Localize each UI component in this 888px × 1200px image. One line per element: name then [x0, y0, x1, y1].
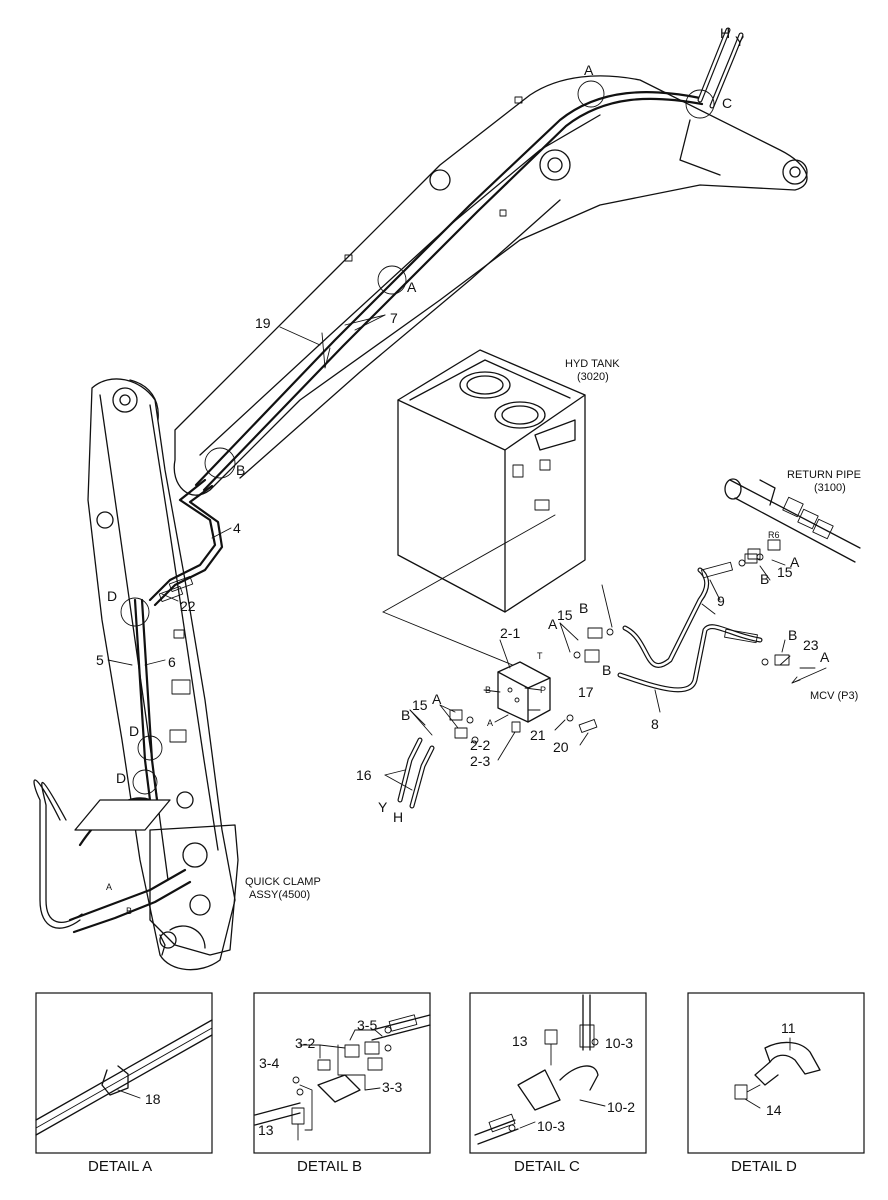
label-16: 16	[356, 767, 372, 783]
label-h-top: H	[720, 25, 730, 41]
detail-c-label-10-3a: 10-3	[605, 1035, 633, 1051]
fittings	[449, 553, 790, 744]
label-y-low: Y	[378, 799, 388, 815]
label-b-left: B	[401, 707, 410, 723]
label-21: 21	[530, 727, 546, 743]
label-15-valve: 15	[557, 607, 573, 623]
label-7: 7	[390, 310, 398, 326]
label-b-mid: B	[236, 462, 245, 478]
label-d2: D	[129, 723, 139, 739]
detail-a-panel: 18 DETAIL A	[35, 992, 213, 1175]
label-port-b: B	[485, 685, 491, 695]
detail-a-caption: DETAIL A	[88, 1158, 152, 1175]
label-return-pipe-2: (3100)	[814, 482, 846, 494]
detail-a-label-18: 18	[145, 1091, 161, 1107]
detail-b-label-3-2: 3-2	[295, 1035, 315, 1051]
label-r6: R6	[768, 530, 780, 540]
label-2-2: 2-2	[470, 737, 490, 753]
detail-d-panel: 11 14 DETAIL D	[687, 992, 865, 1175]
detail-c-label-10-3b: 10-3	[537, 1118, 565, 1134]
label-a-left: A	[432, 691, 442, 707]
label-h-low: H	[393, 809, 403, 825]
label-a-23: A	[820, 649, 830, 665]
label-19: 19	[255, 315, 271, 331]
label-quick-clamp-1: QUICK CLAMP	[245, 876, 321, 888]
label-hyd-tank-2: (3020)	[577, 371, 609, 383]
detail-c-panel: 13 10-3 10-2 10-3 DETAIL C	[469, 992, 647, 1175]
label-15-return: 15	[777, 564, 793, 580]
label-6: 6	[168, 654, 176, 670]
bucket-hoses	[33, 779, 192, 934]
detail-c-label-10-2: 10-2	[607, 1099, 635, 1115]
detail-b-panel: 3-5 3-2 3-4 3-3 13 DETAIL B	[253, 992, 431, 1175]
label-a-mid: A	[407, 279, 417, 295]
detail-b-label-13: 13	[258, 1122, 274, 1138]
detail-c-label-13: 13	[512, 1033, 528, 1049]
label-5: 5	[96, 652, 104, 668]
detail-b-caption: DETAIL B	[297, 1158, 362, 1175]
label-a-top: A	[584, 62, 594, 78]
quick-clamp-body	[149, 824, 239, 956]
label-c-top: C	[722, 95, 732, 111]
label-hyd-tank-1: HYD TANK	[565, 358, 620, 370]
label-b-23: B	[788, 627, 797, 643]
tank-valve-leader	[382, 514, 556, 667]
label-b-return: B	[760, 571, 769, 587]
label-9: 9	[717, 593, 725, 609]
hose-16	[397, 737, 435, 809]
label-mcv-p3: MCV (P3)	[810, 690, 858, 702]
leader-lines	[107, 314, 816, 791]
label-23: 23	[803, 637, 819, 653]
detail-circles	[120, 80, 715, 795]
label-port-a: A	[487, 718, 493, 728]
label-4: 4	[233, 520, 241, 536]
detail-d-caption: DETAIL D	[731, 1158, 797, 1175]
label-15-left: 15	[412, 697, 428, 713]
return-pipe	[724, 478, 861, 563]
boom-pipes	[148, 27, 744, 607]
label-a-return: A	[790, 554, 800, 570]
label-8: 8	[651, 716, 659, 732]
label-hose-b: B	[126, 906, 132, 916]
detail-d-label-14: 14	[766, 1102, 782, 1118]
main-labels: A C H Y A 19 7 B 4 D 22 5 6 D D A B QUIC…	[96, 25, 861, 916]
label-d1: D	[107, 588, 117, 604]
detail-b-label-3-3: 3-3	[382, 1079, 402, 1095]
label-b-17: B	[602, 662, 611, 678]
label-a-valve: A	[548, 616, 558, 632]
valve-block	[497, 661, 551, 733]
detail-b-label-3-4: 3-4	[259, 1055, 279, 1071]
label-b-valve: B	[579, 600, 588, 616]
label-quick-clamp-2: ASSY(4500)	[249, 889, 310, 901]
label-hose-a: A	[106, 882, 112, 892]
detail-b-label-3-5: 3-5	[357, 1017, 377, 1033]
detail-d-label-11: 11	[781, 1020, 796, 1036]
label-port-t: T	[537, 651, 543, 661]
hoses-8-9	[617, 561, 763, 693]
detail-c-caption: DETAIL C	[514, 1158, 580, 1175]
hydraulic-tank	[397, 349, 586, 613]
label-d3: D	[116, 770, 126, 786]
label-return-pipe-1: RETURN PIPE	[787, 469, 861, 481]
label-20: 20	[553, 739, 569, 755]
label-y-top: Y	[735, 33, 745, 49]
label-port-p: P	[540, 685, 546, 695]
arm-pipes	[133, 576, 194, 802]
label-2-3: 2-3	[470, 753, 490, 769]
label-2-1: 2-1	[500, 625, 520, 641]
label-22: 22	[180, 598, 196, 614]
label-17: 17	[578, 684, 594, 700]
